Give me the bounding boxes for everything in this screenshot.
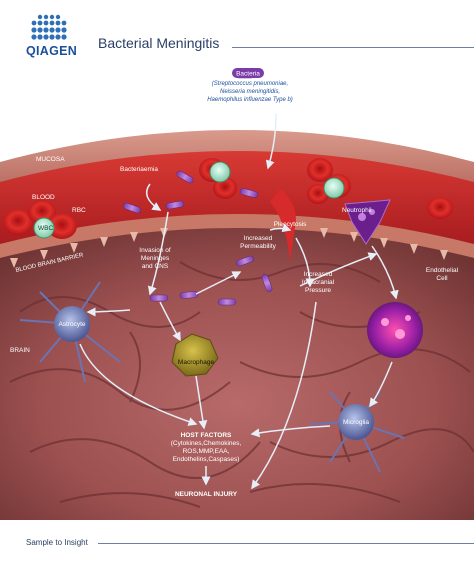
- label-invasion-1: Invasion of: [139, 247, 171, 254]
- footer-divider: [98, 543, 474, 544]
- activated-neutrophil-cluster: [367, 302, 423, 358]
- bacteria-line-2: Neisseria meningitidis,: [220, 89, 280, 95]
- label-permeability-1: Increased: [244, 235, 273, 242]
- mucosa-layer: [0, 130, 474, 187]
- pathway-arrows: [79, 113, 399, 490]
- bacteria-line-1: (Streptococcus pneumoniae,: [212, 81, 288, 87]
- label-rbc: RBC: [72, 207, 86, 214]
- label-endothelial-1: Endothelial: [426, 267, 459, 274]
- label-host-3: ROS,MMP,EAA,: [183, 448, 230, 455]
- label-host-4: Endothelins,Caspases): [173, 456, 240, 463]
- endothelial-spikes: [10, 228, 448, 268]
- label-blood: BLOOD: [32, 194, 55, 201]
- label-pleocytosis: Pleocytosis: [274, 221, 308, 228]
- label-pressure-3: Pressure: [305, 287, 331, 294]
- brain-folds: [9, 261, 474, 508]
- white-blood-cells: [33, 161, 345, 239]
- brain-tissue: [0, 228, 474, 520]
- label-bacteriaemia: Bacteriaemia: [120, 166, 158, 173]
- page-title: Bacterial Meningitis: [98, 35, 220, 51]
- label-microglia: Microglia: [343, 419, 369, 426]
- label-mucosa: MUCOSA: [36, 156, 65, 163]
- bacteria-tag-bg: [232, 68, 264, 78]
- label-permeability-2: Permeability: [240, 243, 277, 250]
- bacteria-rods: [123, 71, 273, 306]
- meningitis-diagram: Bacteria (Streptococcus pneumoniae, Neis…: [0, 62, 474, 520]
- label-brain: BRAIN: [10, 347, 30, 354]
- label-host-2: (Cytokines,Chemokines,: [171, 440, 242, 447]
- logo-text: QIAGEN: [26, 44, 78, 58]
- macrophage-cell: [171, 333, 219, 377]
- label-pressure-2: Intracranial: [302, 279, 335, 286]
- label-macrophage: Macrophage: [178, 359, 215, 366]
- bacteria-line-3: Haemophilus influenzae Type b): [207, 97, 293, 103]
- label-pressure-1: Increased: [304, 271, 333, 278]
- footer: [0, 530, 474, 565]
- header: QIAGEN Bacterial Meningitis: [0, 0, 474, 62]
- label-invasion-3: and CNS: [142, 263, 169, 270]
- label-host-1: HOST FACTORS: [181, 432, 232, 439]
- microglia-body: [338, 404, 374, 440]
- neutrophil-cell: [344, 199, 391, 245]
- bacteria-tag: Bacteria: [236, 71, 260, 78]
- label-invasion-2: Meninges: [141, 255, 170, 262]
- qiagen-logo-icon: [31, 14, 67, 40]
- label-neutrophil: Neutrophil: [342, 207, 372, 214]
- footer-tagline: Sample to Insight: [26, 538, 88, 547]
- label-astrocyte: Astrocyte: [58, 321, 85, 328]
- label-endothelial-2: Cell: [436, 275, 448, 282]
- label-neuronal-injury: NEURONAL INJURY: [175, 491, 238, 498]
- astrocyte-body: [54, 306, 90, 342]
- label-wbc: WBC: [38, 225, 53, 232]
- title-divider: [232, 47, 474, 48]
